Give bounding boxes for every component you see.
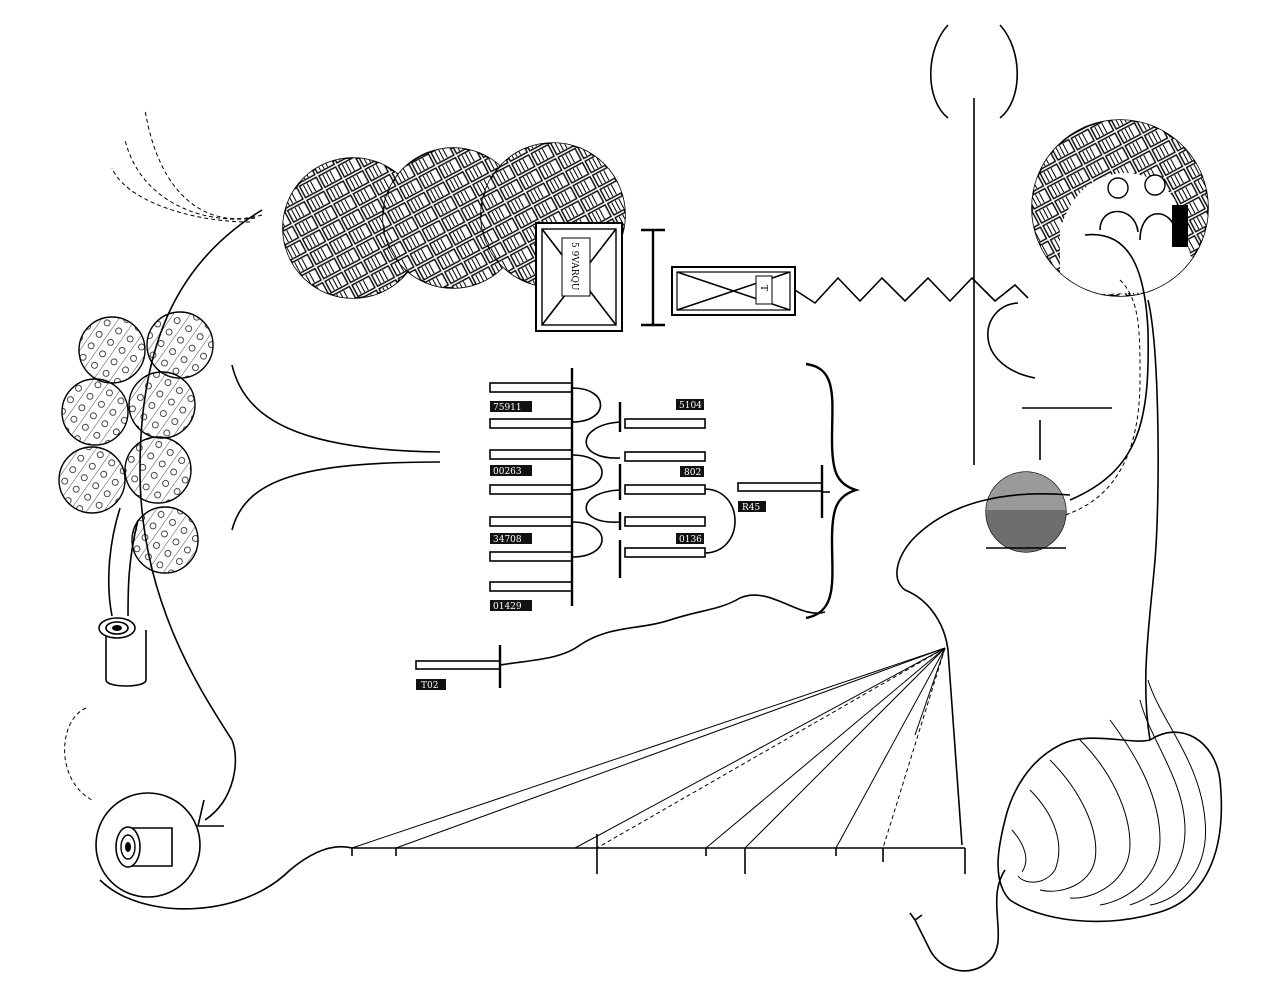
crate-small: T <box>671 266 796 316</box>
ingredient-circle <box>61 378 129 446</box>
tag-75911: 75911 <box>490 401 532 413</box>
tag-34708: 34708 <box>490 533 532 545</box>
fan-lines <box>351 647 946 849</box>
tag-label: 00263 <box>493 467 522 477</box>
stem-line <box>107 507 121 617</box>
timeline <box>351 834 966 874</box>
right-flow-line-dashed <box>1064 279 1141 516</box>
tag-label: 0136 <box>679 535 702 545</box>
right-flow-line-outer <box>1144 299 1159 741</box>
photo-circle <box>985 471 1067 553</box>
crate-large-label: 5 9VARQU <box>569 242 579 291</box>
tag-label: R45 <box>742 503 761 513</box>
ingredient-circle <box>146 311 214 379</box>
can-icon-lying <box>95 792 201 898</box>
tag-01429: 01429 <box>490 600 532 612</box>
ingredient-circle <box>128 371 196 439</box>
stacked-cans-circles <box>282 142 626 299</box>
tag-00263: 00263 <box>490 465 532 477</box>
vertical-axis-top <box>930 24 1112 465</box>
tag-label: T02 <box>421 681 438 691</box>
left-bracket-curves <box>231 364 441 531</box>
workers-circle <box>1031 119 1209 297</box>
can-icon-upright <box>98 617 147 687</box>
tag-802: 802 <box>680 466 704 478</box>
crate-large: 5 9VARQU <box>535 222 623 332</box>
bottom-flow-line <box>99 845 353 910</box>
tag-r45: R45 <box>738 501 766 513</box>
flow-arrowhead <box>196 799 224 827</box>
code-comb <box>415 362 861 688</box>
tag-label: 34708 <box>493 535 522 545</box>
tag-label: 01429 <box>493 602 522 612</box>
tag-t02: T02 <box>416 679 446 691</box>
tag-5104: 5104 <box>676 399 704 411</box>
zigzag-line <box>794 276 1029 305</box>
crate-small-label: T <box>758 285 768 291</box>
fluid-flow-shape <box>909 679 1223 972</box>
ingredient-circle <box>58 446 126 514</box>
ingredient-circle <box>124 436 192 504</box>
crate-height-marker <box>641 228 665 327</box>
ingredient-circles <box>58 311 214 574</box>
dashed-arc-lower-left <box>64 707 93 801</box>
tag-0136: 0136 <box>676 533 704 545</box>
right-flow-line <box>1069 233 1150 501</box>
spout-shape <box>896 493 1071 846</box>
stem-line <box>127 519 139 617</box>
dashed-arcs-top-left <box>111 109 263 223</box>
tag-label: 5104 <box>679 401 702 411</box>
tag-label: 75911 <box>493 403 522 413</box>
ingredient-circle <box>131 506 199 574</box>
tag-label: 802 <box>684 468 701 478</box>
ingredient-circle <box>78 316 146 384</box>
